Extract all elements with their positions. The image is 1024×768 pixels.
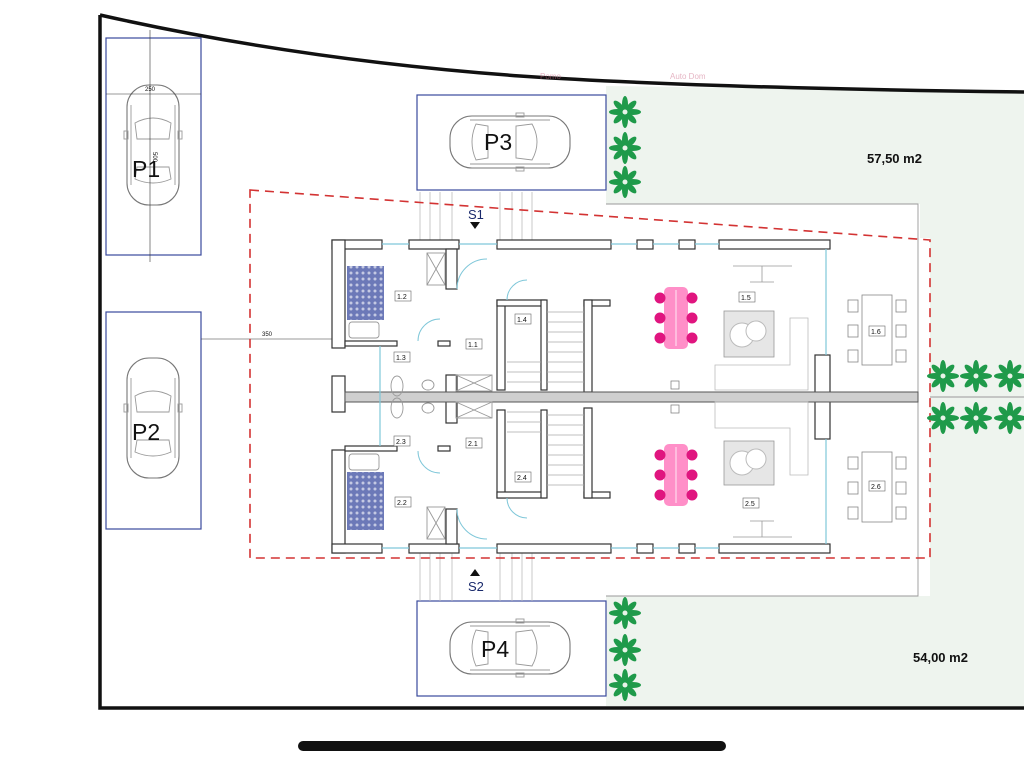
palm-trees-bottom (609, 597, 641, 701)
parking-label-p1: P1 (132, 156, 160, 182)
tv-unit-top (733, 265, 792, 283)
room-tag-1-1: 1.1 (468, 342, 478, 349)
parking-spot-p2 (105, 311, 202, 530)
room-tag-2-2: 2.2 (397, 500, 407, 507)
room-tag-2-4: 2.4 (517, 475, 527, 482)
parking-label-p4: P4 (481, 636, 509, 662)
kitchen-counters (714, 317, 809, 476)
stairs-top (507, 311, 584, 383)
parking-label-p3: P3 (484, 129, 512, 155)
parking-label-p2: P2 (132, 419, 160, 445)
dim-p1-length: 500 (151, 152, 157, 163)
triangle-marker-icon (470, 222, 480, 229)
sofa-top (723, 310, 775, 358)
bathroom-fixtures (348, 252, 493, 540)
room-tag-2-6: 2.6 (871, 484, 881, 491)
room-tags: 1.2 1.3 1.1 1.4 1.5 1.6 2.3 2.1 2.2 2.4 … (393, 290, 886, 509)
shower-tile-bottom (347, 472, 384, 530)
entry-path-bottom (419, 553, 533, 601)
dining-table-bottom (654, 444, 698, 506)
parking-spot-p3 (416, 94, 607, 191)
car-icon (449, 618, 571, 678)
tv-unit-bottom (733, 520, 792, 538)
entry-path-top (419, 192, 533, 240)
dining-table-top (654, 287, 698, 349)
garden-area-top: 57,50 m2 (867, 151, 922, 166)
car-icon (123, 357, 183, 479)
parking-spot-p1 (105, 37, 202, 256)
plot-outline (249, 189, 931, 559)
room-tag-1-5: 1.5 (741, 295, 751, 302)
property-boundary (98, 13, 1024, 710)
faint-annotation-1: Pomo (540, 72, 561, 81)
room-tag-2-1: 2.1 (468, 441, 478, 448)
room-tag-2-3: 2.3 (396, 439, 406, 446)
triangle-marker-icon (470, 569, 480, 576)
outdoor-table-top (847, 294, 907, 366)
stairs-bottom (507, 411, 584, 486)
room-tag-1-2: 1.2 (397, 294, 407, 301)
room-tag-1-3: 1.3 (396, 355, 406, 362)
room-tag-1-4: 1.4 (517, 317, 527, 324)
shower-tile-top (347, 266, 384, 320)
door-swings (417, 258, 528, 540)
section-label-s2: S2 (468, 579, 484, 594)
glazing (379, 243, 827, 549)
car-icon (123, 84, 183, 206)
sofa-bottom (723, 440, 775, 486)
building (331, 239, 919, 554)
garden-bottom (606, 596, 1024, 706)
dim-p1-width: 250 (145, 87, 156, 93)
garden-top (606, 86, 1024, 238)
wall-fixtures (670, 380, 680, 414)
faint-annotation-2: Auto Dom (670, 72, 706, 81)
parking-spot-p4 (416, 600, 607, 697)
room-tag-2-5: 2.5 (745, 501, 755, 508)
garden-area-bottom: 54,00 m2 (913, 650, 968, 665)
home-indicator[interactable] (298, 741, 726, 751)
palm-trees-top (609, 96, 641, 198)
dim-offset: 350 (262, 332, 273, 338)
section-label-s1: S1 (468, 207, 484, 222)
room-tag-1-6: 1.6 (871, 329, 881, 336)
